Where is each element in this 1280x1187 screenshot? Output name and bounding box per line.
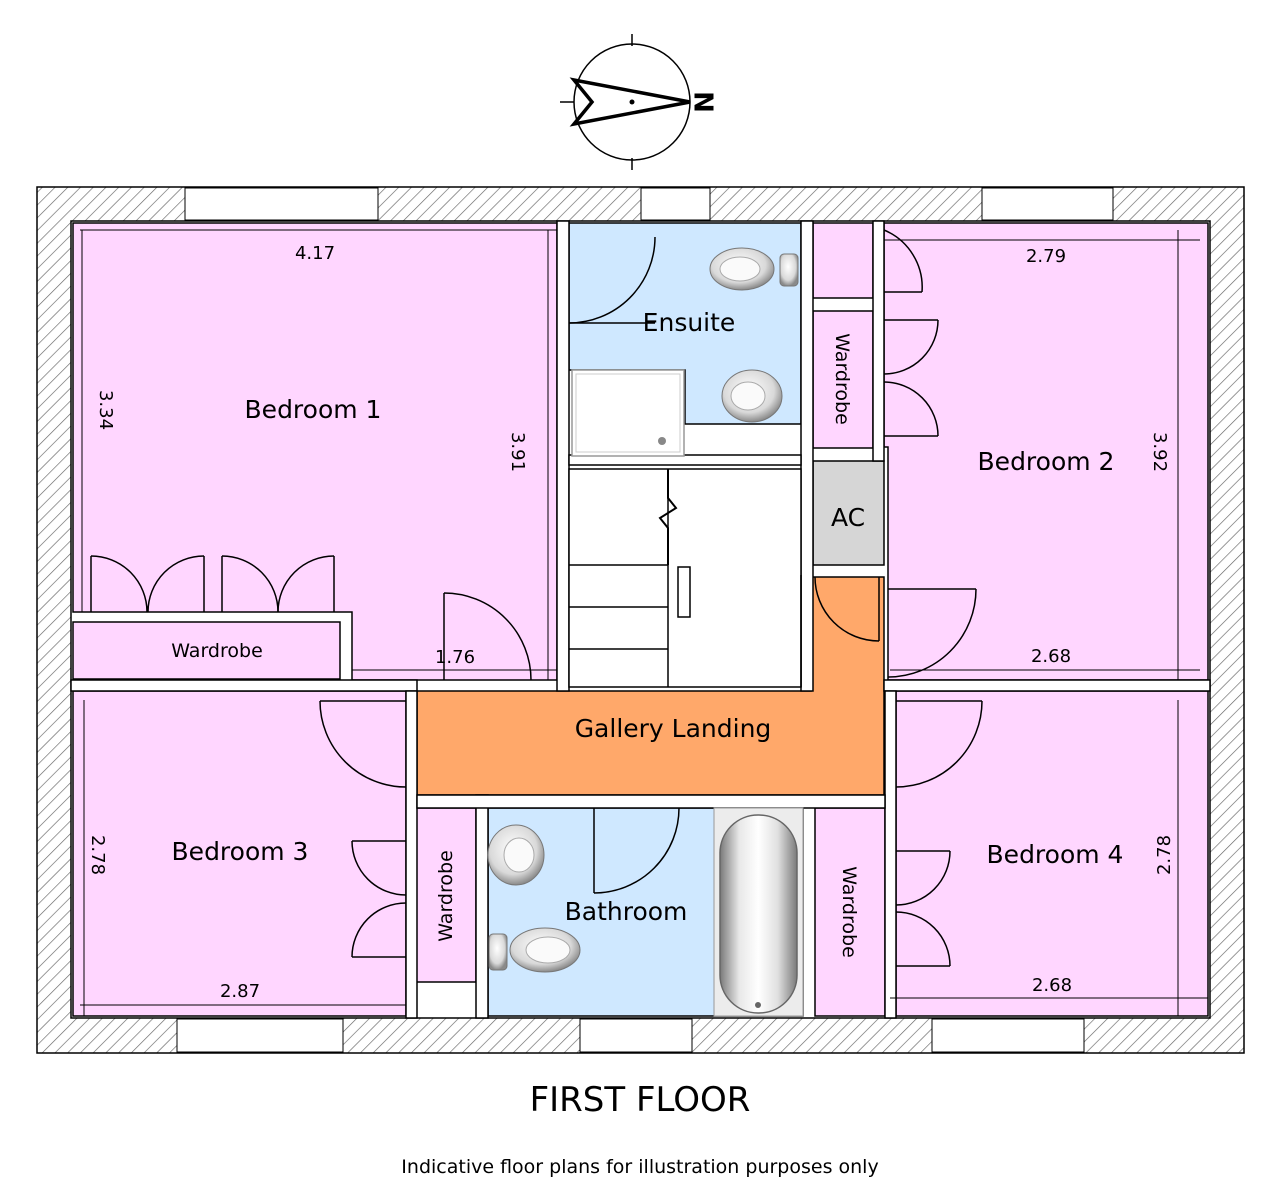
- window: [579, 1018, 693, 1053]
- window: [931, 1018, 1085, 1053]
- disclaimer-text: Indicative floor plans for illustration …: [401, 1156, 879, 1178]
- window: [184, 187, 379, 221]
- bedroom-4-wardrobe: [814, 807, 886, 1017]
- toilet-icon: [488, 927, 581, 973]
- bedroom-4-depth-label: 2.78: [1154, 835, 1175, 875]
- bathroom-label: Bathroom: [565, 897, 688, 926]
- window: [176, 1018, 344, 1053]
- airing-cupboard-label: AC: [831, 503, 865, 532]
- window: [640, 187, 711, 221]
- bedroom-3-depth-label: 2.78: [87, 835, 108, 875]
- compass: N: [560, 34, 718, 170]
- bedroom-1-wardrobe-label: Wardrobe: [171, 640, 263, 662]
- bedroom-3-width-label: 2.87: [220, 981, 260, 1002]
- basin-icon: [721, 369, 783, 423]
- bedroom-1-depth-left-label: 3.34: [95, 390, 116, 430]
- bedroom-1-width-label: 4.17: [295, 243, 335, 264]
- bedroom-2-width-top-label: 2.79: [1026, 246, 1066, 267]
- interior-walls: [70, 220, 1211, 1019]
- staircase: [568, 468, 802, 688]
- ensuite-label: Ensuite: [643, 308, 736, 337]
- bedroom-1-area: [72, 222, 558, 681]
- bedroom-1-wardrobe: [72, 621, 341, 680]
- bedroom-4-width-label: 2.68: [1032, 975, 1072, 996]
- toilet-icon: [709, 247, 799, 291]
- dimension-lines: [80, 229, 1208, 1016]
- bedroom-4-label: Bedroom 4: [987, 840, 1124, 869]
- bath-icon: [713, 807, 804, 1017]
- bedroom-2-width-bottom-label: 2.68: [1031, 646, 1071, 667]
- bedroom-3-wardrobe: [415, 807, 477, 983]
- bedroom-4-wardrobe-label: Wardrobe: [838, 866, 860, 958]
- bedroom-2-label: Bedroom 2: [978, 447, 1115, 476]
- window: [981, 187, 1114, 221]
- bedroom-1-depth-right-label: 3.91: [507, 432, 528, 472]
- bedroom-3-area: [72, 690, 407, 1017]
- floor-title: FIRST FLOOR: [529, 1080, 751, 1120]
- bedroom-3-label: Bedroom 3: [172, 837, 309, 866]
- gallery-landing-label: Gallery Landing: [575, 714, 772, 743]
- basin-icon: [487, 824, 545, 886]
- bedroom-4-area: [895, 690, 1209, 1017]
- bedroom-3-wardrobe-label: Wardrobe: [435, 850, 457, 942]
- bedroom-2-wardrobe-label: Wardrobe: [831, 333, 853, 425]
- bedroom-2-depth-label: 3.92: [1149, 432, 1170, 472]
- airing-cupboard-area: [812, 460, 885, 566]
- shower-tray: [571, 369, 685, 457]
- compass-north-label: N: [688, 91, 718, 113]
- bedroom-1-label: Bedroom 1: [245, 395, 382, 424]
- doors: [90, 229, 983, 967]
- bedroom-2-cupboard: [812, 222, 874, 299]
- bedroom-1-wardrobe-width-label: 1.76: [435, 647, 475, 668]
